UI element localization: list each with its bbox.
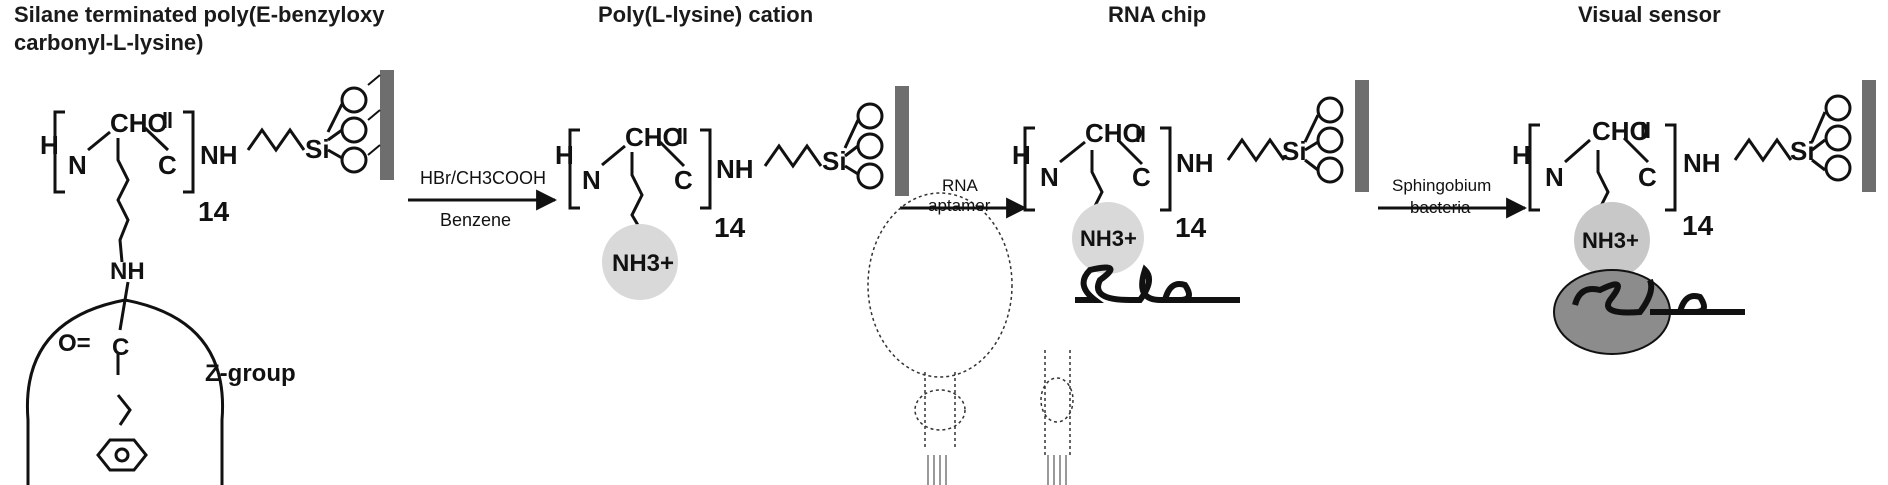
arrow2-bottom-label: aptamer — [928, 196, 991, 215]
s1-nh-side: NH — [110, 258, 145, 285]
s1-nh: NH — [200, 140, 238, 170]
stage1-title-line2: carbonyl-L-lysine) — [14, 30, 204, 55]
s2-n: N — [582, 165, 601, 195]
s2-h: H — [555, 140, 574, 170]
s1-n: N — [68, 150, 87, 180]
arrow3-top-label: Sphingobium — [1392, 176, 1492, 195]
s2-si: Si — [822, 146, 847, 176]
s4-h: H — [1512, 140, 1531, 170]
s3-cho: CHO — [1085, 118, 1143, 148]
s3-h: H — [1012, 140, 1031, 170]
stage2-title: Poly(L-lysine) cation — [598, 2, 814, 27]
s1-si: Si — [305, 134, 330, 164]
s1-cho: CHO — [110, 108, 168, 138]
s1-c: C — [158, 150, 177, 180]
s1-repeat: 14 — [198, 196, 230, 227]
s2-nh3: NH3+ — [612, 250, 675, 277]
s3-n: N — [1040, 162, 1059, 192]
cation-circle-chip — [1072, 202, 1144, 274]
arrow2-top-label: RNA — [942, 176, 978, 195]
s2-nh: NH — [716, 154, 754, 184]
s4-nh: NH — [1683, 148, 1721, 178]
surface-1-hatch — [367, 74, 381, 156]
s4-cho: CHO — [1592, 116, 1650, 146]
cation-circle — [602, 224, 678, 300]
s4-si: Si — [1790, 136, 1815, 166]
sensor-aptamer-strand — [1572, 278, 1745, 316]
s1-carbonyl-c: C — [112, 334, 130, 361]
rna-aptamer-drawing — [867, 192, 1074, 455]
s2-c: C — [674, 165, 693, 195]
bacteria-halo — [1574, 202, 1650, 278]
arrow3-bottom-label: bacteria — [1410, 198, 1471, 217]
s1-o-eq: O= — [58, 330, 91, 357]
rna-stem-lines — [927, 455, 1067, 485]
s4-n: N — [1545, 162, 1564, 192]
s3-nh3: NH3+ — [1080, 226, 1137, 251]
stage3-structure — [1023, 96, 1344, 227]
s1-h: H — [40, 130, 59, 160]
surface-3 — [1355, 80, 1369, 192]
surface-2 — [895, 86, 909, 196]
s4-c: C — [1638, 162, 1657, 192]
s2-cho: CHO — [625, 122, 683, 152]
s4-repeat: 14 — [1682, 210, 1714, 241]
surface-4 — [1862, 80, 1876, 192]
stage4-title: Visual sensor — [1578, 2, 1721, 27]
arrow1-bottom-label: Benzene — [440, 210, 512, 230]
arrow1-top-label: HBr/CH3COOH — [420, 168, 547, 188]
stage1-title-line1: Silane terminated poly(E-benzyloxy — [14, 2, 385, 27]
stage3-title: RNA chip — [1108, 2, 1207, 27]
s3-repeat: 14 — [1175, 212, 1207, 243]
s3-si: Si — [1282, 136, 1307, 166]
surface-1 — [380, 70, 394, 180]
z-group-label: Z-group — [205, 360, 296, 387]
stage1-structure — [25, 86, 368, 485]
aptamer-strand — [1075, 264, 1240, 303]
s3-nh: NH — [1176, 148, 1214, 178]
s3-c: C — [1132, 162, 1151, 192]
s4-nh3: NH3+ — [1582, 228, 1639, 253]
stage2-structure — [568, 102, 884, 246]
s2-repeat: 14 — [714, 212, 746, 243]
